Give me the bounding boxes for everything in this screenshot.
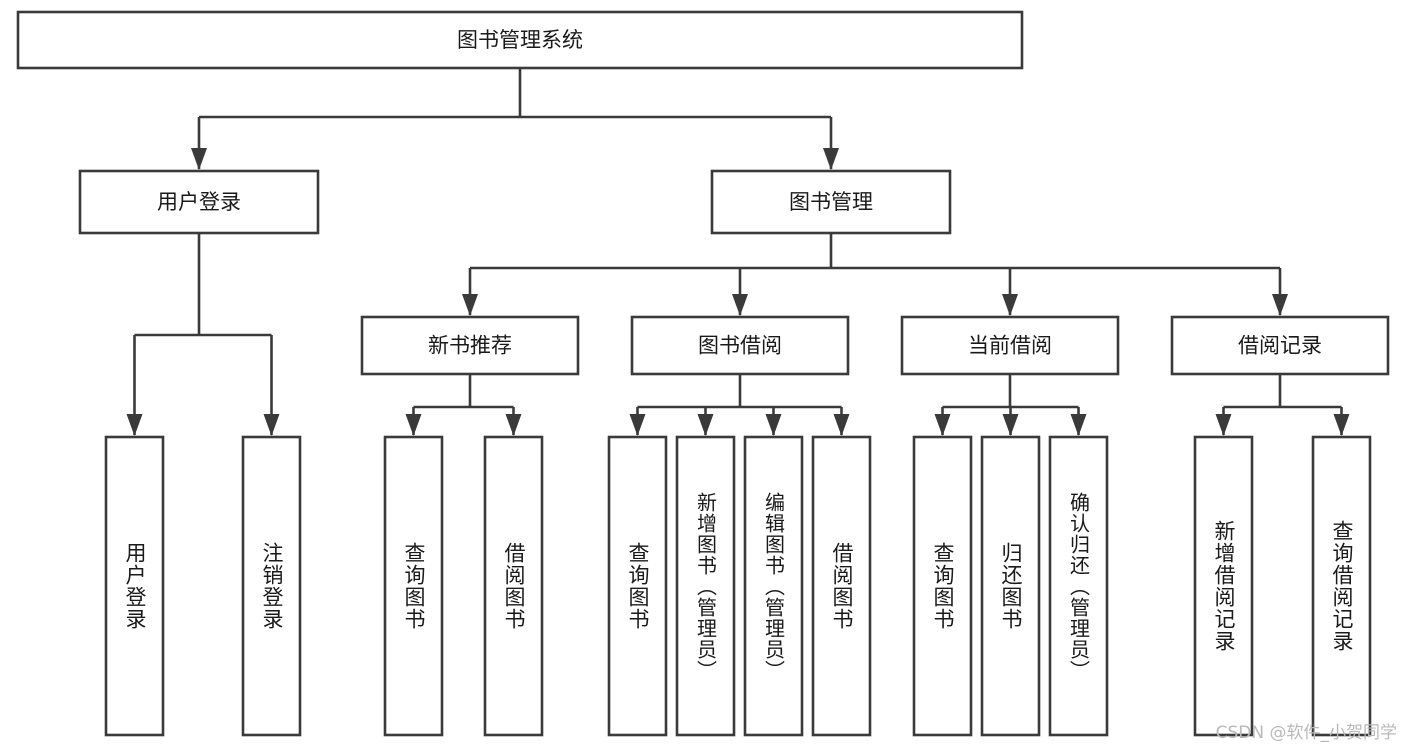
node-leaf-leaf-borrow-book-1[interactable] <box>483 435 544 737</box>
arrow-head-icon-leaf-query-borrow-record <box>1333 414 1350 436</box>
node-l3-current-borrow[interactable] <box>900 315 1120 376</box>
node-leaf-leaf-add-book-admin[interactable] <box>675 435 736 737</box>
arrow-head-icon-leaf-query-book-2 <box>629 414 646 436</box>
node-label-book-manage: 图书管理 <box>789 190 873 214</box>
arrow-head-icon-leaf-query-book-1 <box>405 414 422 436</box>
arrow-head-icon-leaf-add-borrow-record <box>1215 414 1232 436</box>
node-label-current-borrow: 当前借阅 <box>968 334 1052 358</box>
node-leaf-leaf-return-book[interactable] <box>980 435 1041 737</box>
node-label-borrow-record: 借阅记录 <box>1238 334 1322 358</box>
node-leaf-leaf-user-logout[interactable] <box>241 435 302 737</box>
node-l3-book-borrow[interactable] <box>630 315 850 376</box>
arrow-head-icon-leaf-user-logout <box>263 414 280 436</box>
arrow-head-icon-user-login <box>191 148 207 170</box>
arrow-head-icon-leaf-user-login <box>126 414 143 436</box>
arrow-head-icon-leaf-query-book-3 <box>934 414 951 436</box>
node-root-root[interactable] <box>16 10 1024 70</box>
arrow-head-icon-leaf-borrow-book-2 <box>833 414 850 436</box>
node-label-user-login: 用户登录 <box>157 190 241 214</box>
node-leaf-leaf-edit-book-admin[interactable] <box>743 435 804 737</box>
node-leaf-leaf-confirm-return-admin[interactable] <box>1048 435 1109 737</box>
node-leaf-leaf-query-borrow-record[interactable] <box>1311 435 1372 737</box>
node-leaf-leaf-user-login[interactable] <box>104 435 165 737</box>
node-l3-borrow-record[interactable] <box>1170 315 1390 376</box>
boxes-layer <box>16 10 1390 737</box>
node-leaf-leaf-query-book-2[interactable] <box>607 435 668 737</box>
node-label-root: 图书管理系统 <box>457 28 583 52</box>
arrow-head-icon-book-manage <box>823 148 839 170</box>
node-l3-new-book-recommend[interactable] <box>360 315 580 376</box>
node-label-new-book-recommend: 新书推荐 <box>428 334 512 358</box>
arrow-head-icon-leaf-add-book-admin <box>697 414 714 436</box>
node-l2-user-login[interactable] <box>78 169 320 235</box>
node-leaf-leaf-borrow-book-2[interactable] <box>811 435 872 737</box>
node-label-book-borrow: 图书借阅 <box>698 334 782 358</box>
arrow-head-icon-leaf-edit-book-admin <box>765 414 782 436</box>
arrow-head-icon-leaf-confirm-return-admin <box>1070 414 1087 436</box>
arrow-head-icon-new-book-recommend <box>462 294 478 316</box>
arrow-head-icon-current-borrow <box>1002 294 1018 316</box>
node-l2-book-manage[interactable] <box>710 169 952 235</box>
node-leaf-leaf-add-borrow-record[interactable] <box>1193 435 1254 737</box>
arrow-head-icon-borrow-record <box>1272 294 1288 316</box>
arrow-head-icon-leaf-return-book <box>1002 414 1019 436</box>
node-leaf-leaf-query-book-3[interactable] <box>912 435 973 737</box>
node-leaf-leaf-query-book-1[interactable] <box>383 435 444 737</box>
edges-layer <box>126 68 1350 436</box>
arrow-head-icon-book-borrow <box>732 294 748 316</box>
watermark-text: CSDN @软件_小贺同学 <box>1215 723 1397 743</box>
arrow-head-icon-leaf-borrow-book-1 <box>505 414 522 436</box>
